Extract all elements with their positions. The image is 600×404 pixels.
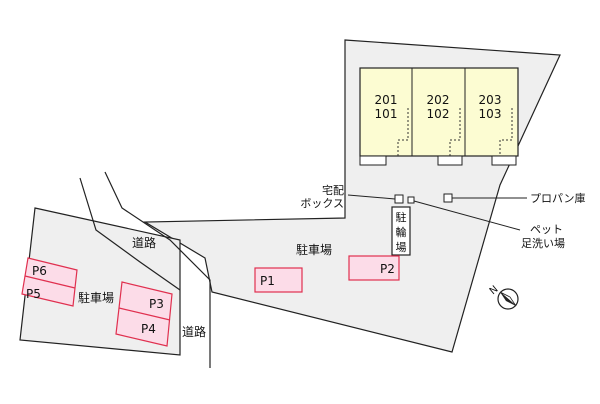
delivery-box-label-line2: ボックス [300, 197, 344, 210]
propane-storage-label: プロパン庫 [530, 191, 586, 205]
road-label-lower: 道路 [182, 324, 206, 339]
parking-space-p3-label: P3 [149, 297, 164, 311]
parking-label-left: 駐車場 [78, 290, 114, 305]
north-compass-icon: N [488, 284, 519, 310]
parking-space-p6-label: P6 [32, 264, 47, 278]
pet-wash-label-line2: 足洗い場 [521, 237, 565, 250]
bicycle-parking-char-2: 輪 [396, 225, 407, 239]
delivery-box-label-line1: 宅配 [322, 183, 344, 197]
parking-label-main: 駐車場 [296, 242, 332, 257]
unit-202-label: 202 [427, 93, 450, 107]
parking-space-p5-label: P5 [26, 287, 41, 301]
parking-space-p1: P1 [254, 267, 303, 293]
bicycle-parking-char-1: 駐 [396, 210, 407, 224]
road-edges [79, 171, 211, 368]
propane-storage-marker [443, 193, 453, 203]
unit-103-label: 103 [479, 107, 502, 121]
pet-wash-marker [407, 196, 415, 204]
unit-203-label: 203 [479, 93, 502, 107]
unit-101-label: 101 [375, 107, 398, 121]
pet-wash-label-line1: ペット [530, 223, 563, 236]
parking-space-p2: P2 [348, 255, 400, 281]
bicycle-parking-char-3: 場 [396, 241, 407, 254]
parking-space-p4-label: P4 [141, 322, 156, 336]
parking-spaces-p3-p4: P3 P4 [115, 281, 173, 347]
unit-102-label: 102 [427, 107, 450, 121]
parking-spaces-p6-p5: P6 P5 [21, 257, 78, 307]
delivery-box-marker [394, 194, 404, 204]
road-label-upper: 道路 [132, 235, 156, 250]
parking-space-p1-label: P1 [260, 274, 275, 288]
unit-201-label: 201 [375, 93, 398, 107]
bicycle-parking [391, 206, 411, 256]
apartment-building [359, 67, 519, 166]
parking-space-p2-label: P2 [380, 262, 395, 276]
